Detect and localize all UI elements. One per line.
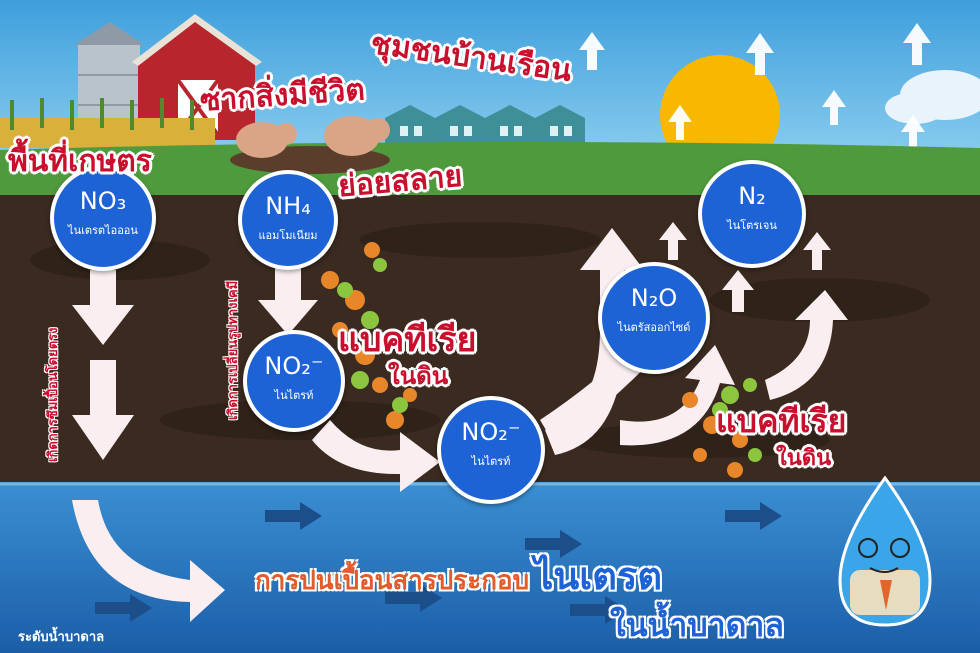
- compound-name: ไนไตรท์: [471, 455, 511, 468]
- arrow-to-n2-2: [765, 290, 848, 400]
- compound-nitrous-oxide: N₂O ไนตรัสออกไซด์: [598, 262, 710, 374]
- headline-groundwater: ในน้ำบาดาล: [610, 606, 784, 644]
- arrow-to-n2-1: [620, 345, 735, 446]
- compound-name: ไนโตรเจน: [727, 219, 777, 232]
- compound-formula: N₂: [738, 182, 766, 210]
- farm-area-label: พื้นที่เกษตร: [8, 144, 152, 179]
- small-up-arrow-2: [659, 222, 687, 260]
- bacteria-sub-label-1: ในดิน: [388, 362, 449, 390]
- arrow-into-water: [72, 500, 225, 622]
- bacteria-cluster-icon-2: [682, 378, 762, 478]
- compound-nitrate-ion: NO₃ ไนเตรตไอออน: [50, 165, 156, 271]
- compound-nitrite-1: NO₂⁻ ไนไตรท์: [243, 330, 345, 432]
- infiltration-label: เกิดการซึมเปื้อนโดยตรง: [46, 327, 61, 462]
- groundwater-level-label: ระดับน้ำบาดาล: [18, 630, 105, 645]
- bacteria-cluster-icon: [321, 242, 417, 429]
- compound-formula: NO₂⁻: [461, 418, 521, 446]
- bacteria-label-2: แบคทีเรีย: [716, 402, 847, 440]
- compound-name: ไนเตรตไอออน: [68, 224, 138, 237]
- compound-name: ไนไตรท์: [274, 389, 314, 402]
- groundwater-layer: [0, 482, 980, 653]
- crop-field: [0, 98, 215, 148]
- small-up-arrow-1: [722, 270, 754, 312]
- rising-gas-arrows: [579, 23, 931, 150]
- headline: การปนเปื้อนสารประกอบ ไนเตรต: [255, 545, 662, 606]
- compound-nitrogen-gas: N₂ ไนโตรเจน: [698, 160, 806, 268]
- small-up-arrow-3: [803, 232, 831, 270]
- bacteria-sub-label-2: ในดิน: [776, 446, 832, 471]
- compound-nitrite-2: NO₂⁻ ไนไตรท์: [437, 396, 545, 504]
- chemical-change-label: เกิดการเปลี่ยนรูปทางเคมี: [226, 280, 241, 420]
- compound-formula: NH₄: [265, 192, 311, 220]
- arrow-nitrite-transfer: [312, 420, 440, 492]
- water-drop-mascot-icon: [838, 475, 932, 627]
- groundwater-flow-arrows: [95, 502, 782, 624]
- compound-name: แอมโมเนียม: [258, 229, 318, 242]
- cloud-icon: [885, 70, 980, 124]
- compound-formula: NO₃: [79, 187, 127, 215]
- silo-icon: [74, 22, 144, 130]
- compound-formula: N₂O: [630, 284, 678, 312]
- arrow-down-2: [72, 360, 134, 460]
- headline-text: การปนเปื้อนสารประกอบ: [255, 566, 530, 596]
- house-icon: [385, 105, 585, 150]
- pig-icon: [236, 116, 390, 158]
- arrow-down-1: [72, 270, 134, 345]
- arrow-down-nh4: [258, 268, 318, 335]
- compound-ammonium: NH₄ แอมโมเนียม: [238, 170, 338, 270]
- bacteria-label-1: แบคทีเรีย: [338, 320, 477, 360]
- headline-nitrate: ไนเตรต: [534, 554, 663, 598]
- compound-formula: NO₂⁻: [264, 352, 324, 380]
- compound-name: ไนตรัสออกไซด์: [617, 321, 691, 334]
